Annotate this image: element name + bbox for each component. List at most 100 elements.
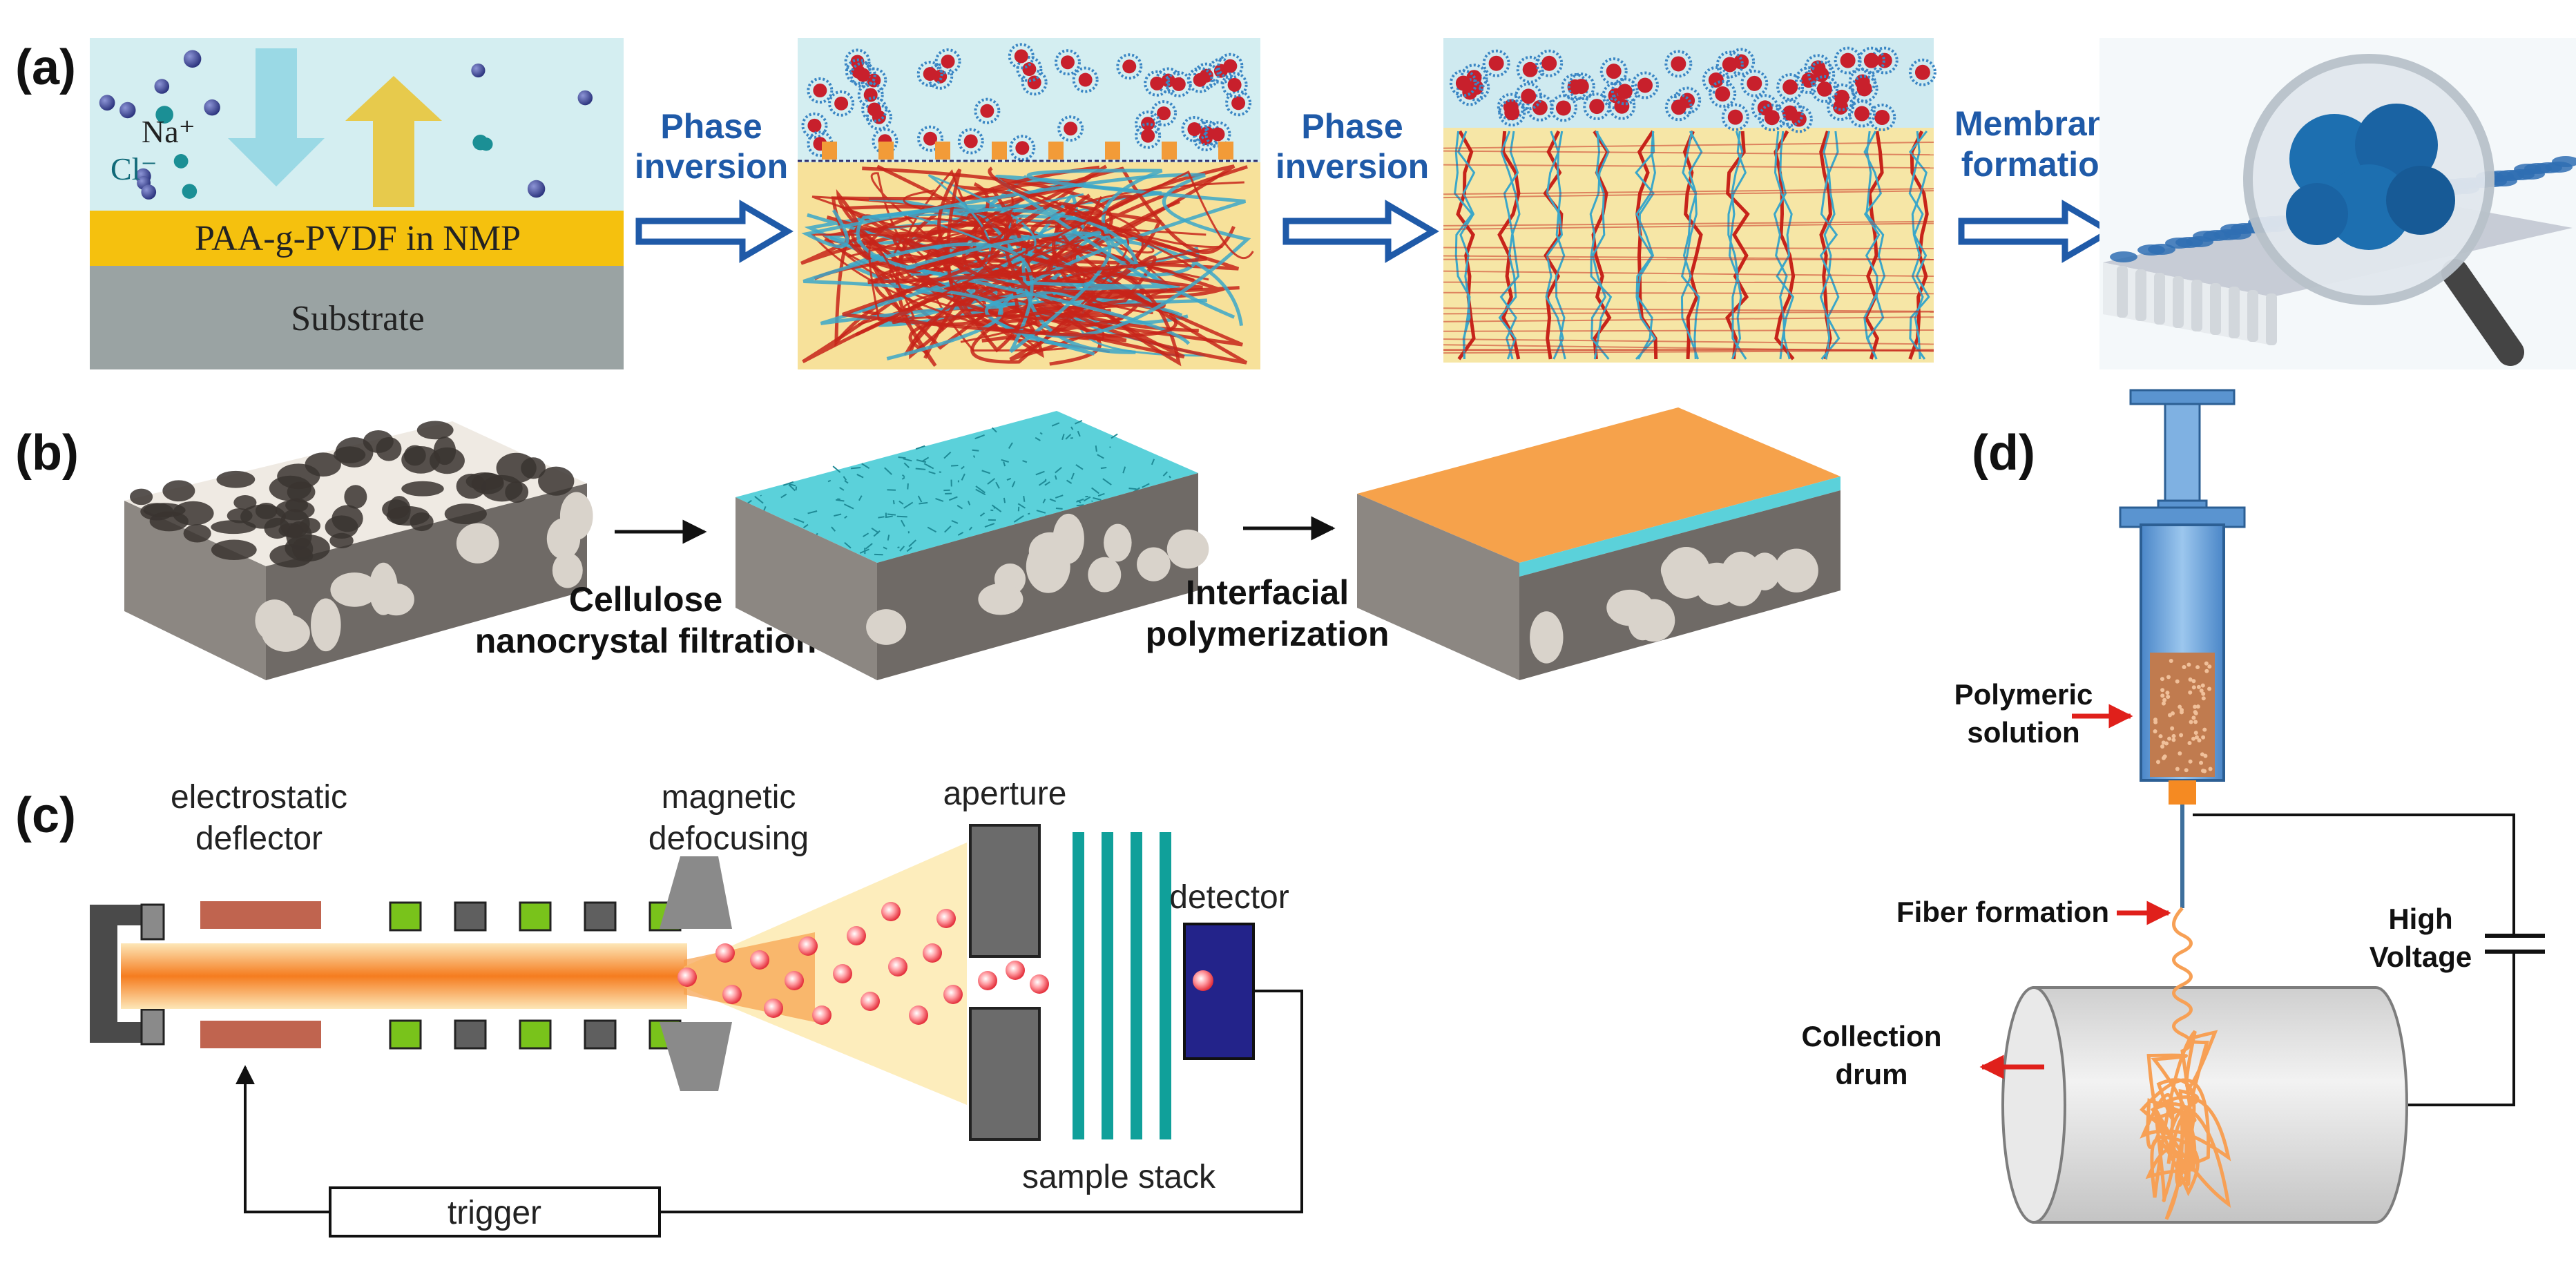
micelle-core — [807, 118, 822, 133]
solution-dot — [2153, 718, 2157, 722]
drum-line1: Collection — [1801, 1020, 1941, 1052]
b-step2-line1: Interfacial — [1186, 573, 1349, 612]
cnc-strand — [834, 513, 842, 517]
front-pore — [378, 583, 414, 616]
cnc-strand — [1044, 481, 1050, 486]
cnc-strand — [897, 546, 900, 548]
ion — [119, 102, 136, 119]
cnc-strand — [843, 476, 847, 481]
cross-chain — [1443, 281, 1934, 284]
micelle-core — [1455, 75, 1471, 91]
source-electrode-top — [140, 903, 165, 941]
micelle-shell — [1054, 49, 1081, 76]
membrane-stem — [2210, 283, 2221, 335]
cross-chain — [1443, 329, 1934, 332]
cnc-strand — [884, 467, 892, 475]
polymeric-line1: Polymeric — [1954, 678, 2093, 711]
solution-dot — [2204, 661, 2209, 666]
cnc-strand — [951, 520, 959, 524]
ion — [155, 106, 173, 124]
panel-a-label: (a) — [15, 40, 76, 95]
cnc-strand — [1003, 497, 1006, 503]
micelle-core — [1541, 55, 1557, 71]
column-chain — [1774, 130, 1796, 360]
pore — [240, 504, 286, 529]
solution-dot — [2160, 688, 2165, 693]
cnc-strand — [974, 434, 985, 440]
micelle-core — [1874, 110, 1890, 126]
cnc-strand — [1076, 504, 1084, 507]
drum-body — [2032, 986, 2408, 1224]
sample-plate-1 — [1073, 832, 1084, 1139]
column-chain — [1728, 131, 1744, 360]
cnc-strand — [968, 526, 973, 531]
micelle-shell — [1664, 50, 1693, 78]
cnc-strand — [1128, 488, 1137, 490]
magnet-array — [389, 901, 682, 1050]
step1-line1: Phase — [660, 107, 762, 146]
micelle-core — [1187, 122, 1202, 136]
micelle-core — [1876, 52, 1892, 68]
fiber-strand — [2140, 907, 2231, 1220]
solution-dot — [2196, 684, 2201, 689]
cnc-strand — [1003, 461, 1006, 467]
cnc-strand — [972, 449, 979, 452]
micelle-core — [1782, 79, 1798, 95]
cross-chain — [1443, 188, 1934, 195]
micelle-shell — [807, 77, 834, 104]
ion — [99, 95, 115, 111]
source-bracket — [90, 905, 145, 1043]
magnet-block-bottom — [454, 1019, 487, 1050]
solution-dot — [2170, 726, 2175, 731]
block2-top — [736, 411, 1198, 563]
micelle-core — [1150, 76, 1164, 90]
stage-final-membrane — [2099, 38, 2576, 369]
cnc-strand — [1097, 492, 1105, 497]
cnc-strand — [901, 519, 905, 527]
front-pore — [1606, 589, 1654, 626]
block1-front — [266, 483, 587, 680]
step1-line2: inversion — [635, 147, 788, 186]
column-structure — [1443, 130, 1934, 360]
solution-dot — [2160, 693, 2165, 698]
cnc-strand — [928, 471, 936, 474]
micelle-shell — [1072, 66, 1099, 93]
cnc-strand — [1017, 503, 1026, 509]
cnc-strand — [1055, 494, 1064, 499]
cnc-strand — [1001, 459, 1009, 463]
micelle-core — [923, 67, 937, 81]
step2-line1: Phase — [1301, 107, 1403, 146]
micelle-core — [1014, 49, 1028, 64]
micelle-shell — [1498, 99, 1526, 127]
micelle-shell — [1583, 93, 1611, 121]
micelle-core — [1722, 57, 1738, 73]
pore — [444, 503, 487, 525]
cnc-strand — [957, 505, 963, 510]
cnc-strand — [1102, 478, 1112, 485]
ion-particle — [833, 964, 852, 983]
cnc-strand — [1008, 442, 1013, 449]
front-pore — [1774, 548, 1818, 593]
micelle-core — [1606, 64, 1622, 79]
solution-dot — [2161, 701, 2166, 706]
polymer-chains — [800, 164, 1254, 367]
micelle-shell — [1165, 70, 1192, 97]
b-step1-line1: Cellulose — [569, 580, 722, 619]
column-chain — [1727, 131, 1747, 360]
cnc-strand — [951, 465, 959, 467]
micelle-core — [941, 55, 955, 69]
deflector-plate-bottom — [200, 1021, 321, 1048]
cnc-strand — [1075, 420, 1083, 425]
solution-dot — [2202, 727, 2207, 732]
pore — [325, 515, 358, 539]
pore — [2193, 231, 2220, 242]
solution-dot — [2167, 736, 2172, 741]
cnc-strand — [984, 523, 995, 528]
solution-dot — [2188, 677, 2193, 682]
cnc-strand — [906, 546, 913, 552]
cnc-strand — [908, 539, 916, 548]
micelle-core — [1078, 73, 1093, 87]
aperture-label: aperture — [943, 776, 1067, 812]
phase-inversion-step-2: Phase inversion — [1276, 107, 1439, 263]
block2-side — [736, 497, 877, 680]
